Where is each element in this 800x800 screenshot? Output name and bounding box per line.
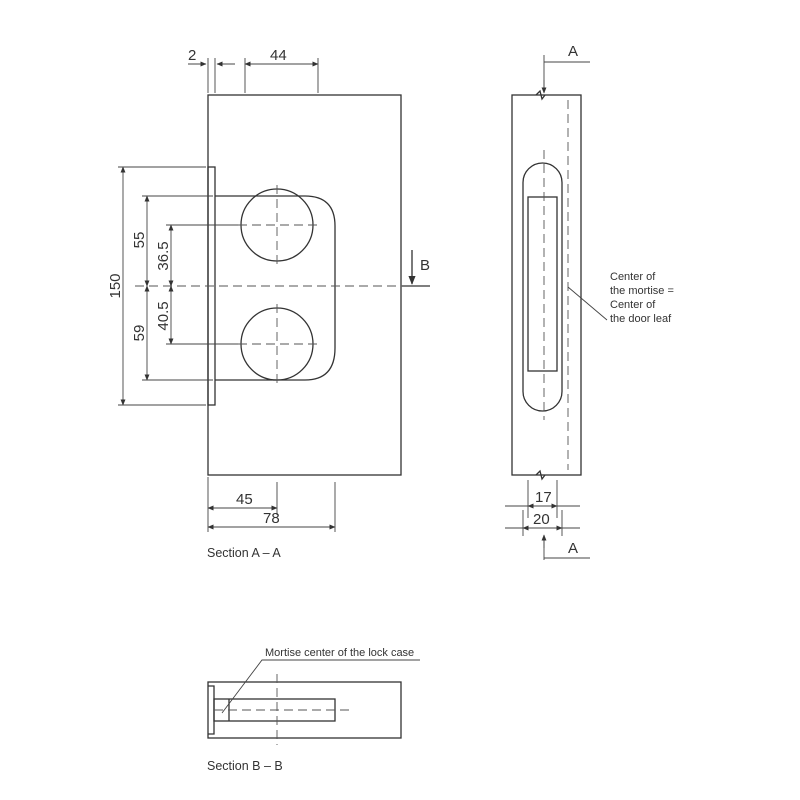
dim-45: 45 — [236, 491, 253, 508]
center-note-line-1: Center of — [610, 271, 656, 283]
section-bb: Mortise center of the lock case Section … — [207, 647, 420, 773]
dim-55: 55 — [131, 232, 148, 249]
b-marker: B — [420, 257, 430, 274]
center-note-line-3: Center of — [610, 299, 656, 311]
lock-case-body — [215, 195, 336, 381]
dim-59: 59 — [131, 325, 148, 342]
dim-150: 150 — [107, 273, 124, 298]
door-edge-outline — [511, 94, 582, 476]
a-marker-bottom: A — [568, 540, 578, 557]
dim-17: 17 — [535, 489, 552, 506]
door-leaf-outline — [207, 94, 402, 476]
side-view: A A 17 20 Center of the mortise = Center… — [505, 43, 674, 560]
dim-20: 20 — [533, 511, 550, 528]
section-bb-title: Section B – B — [207, 759, 283, 773]
section-bb-outline — [207, 681, 402, 739]
center-note-line-4: the door leaf — [610, 313, 672, 325]
latch-window — [527, 196, 558, 372]
a-marker-top: A — [568, 43, 578, 60]
section-aa-title: Section A – A — [207, 546, 281, 560]
mortise-center-note: Mortise center of the lock case — [265, 647, 414, 659]
dim-44: 44 — [270, 47, 287, 64]
dim-2: 2 — [188, 47, 196, 64]
section-aa: B 2 44 150 55 59 36.5 40.5 — [107, 47, 430, 560]
center-note-line-2: the mortise = — [610, 285, 674, 297]
faceplate-bb — [208, 685, 215, 735]
dim-40-5: 40.5 — [155, 301, 172, 330]
dim-78: 78 — [263, 510, 280, 527]
faceplate-slot — [522, 162, 563, 412]
dim-36-5: 36.5 — [155, 241, 172, 270]
